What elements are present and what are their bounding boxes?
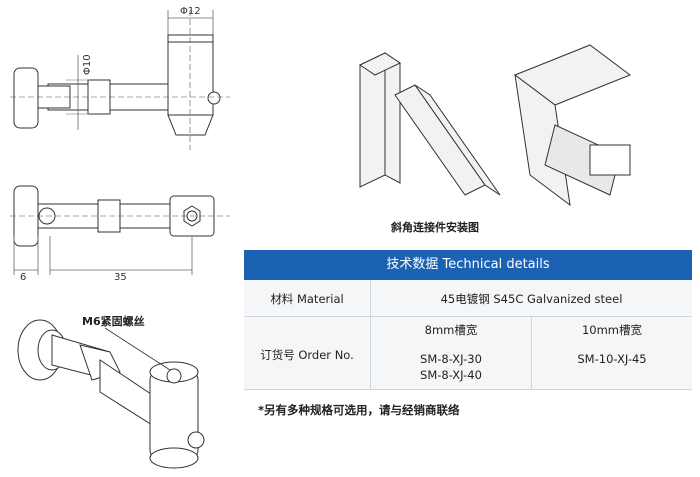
material-value: 45电镀钢 S45C Galvanized steel [440, 292, 623, 306]
plan-view [10, 185, 230, 275]
side-view [10, 10, 230, 150]
slot-8-header: 8mm槽宽 [424, 323, 478, 337]
material-label: 材料 Material [270, 292, 344, 306]
dim-phi10: Φ10 [82, 54, 93, 75]
table-divider [370, 280, 371, 389]
footnote: *另有多种规格可选用，请与经销商联络 [258, 403, 460, 417]
order-8-2: SM-8-XJ-40 [420, 368, 482, 382]
table-header: 技术数据 Technical details [244, 250, 692, 280]
install-caption: 斜角连接件安装图 [391, 221, 479, 234]
order-10-1: SM-10-XJ-45 [577, 352, 647, 366]
technical-drawing: Φ12 Φ10 6 35 M6紧固螺丝 [10, 6, 230, 469]
table-row-order [244, 317, 692, 390]
order-8-1: SM-8-XJ-30 [420, 352, 482, 366]
label-m6: M6紧固螺丝 [82, 314, 145, 328]
slot-10-header: 10mm槽宽 [581, 323, 643, 337]
3d-sketch [17, 319, 205, 469]
dim-35: 35 [114, 272, 127, 283]
dim-phi12: Φ12 [180, 6, 201, 17]
table-row-material [244, 280, 692, 317]
table-divider-2 [531, 317, 532, 389]
installation-illustration [358, 44, 632, 207]
dim-6: 6 [20, 272, 26, 283]
order-label: 订货号 Order No. [260, 348, 354, 362]
